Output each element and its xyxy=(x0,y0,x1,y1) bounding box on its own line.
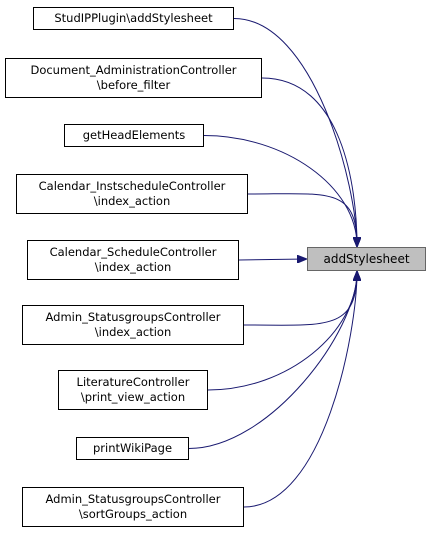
node-label: \sortGroups_action xyxy=(78,507,188,521)
node-label: Calendar_InstscheduleController xyxy=(38,179,226,193)
edge-studipplugin-to-target xyxy=(233,18,357,247)
node-label: \before_filter xyxy=(96,78,171,92)
node-label: \index_action xyxy=(94,260,172,274)
node-label: getHeadElements xyxy=(82,128,186,142)
node-label: printWikiPage xyxy=(92,441,173,455)
node-admin-statusgroups-index-action[interactable]: Admin_StatusgroupsController \index_acti… xyxy=(22,305,244,345)
node-calendar-instschedule-index-action[interactable]: Calendar_InstscheduleController \index_a… xyxy=(16,174,248,214)
node-studipplugin-addstylesheet[interactable]: StudIPPlugin\addStylesheet xyxy=(33,7,234,30)
edge-print-wiki-page-to-target xyxy=(188,272,357,449)
target-label: addStylesheet xyxy=(323,251,410,266)
node-document-administration-before-filter[interactable]: Document_AdministrationController \befor… xyxy=(5,58,262,98)
node-label: Admin_StatusgroupsController xyxy=(45,492,221,506)
edge-document-admin-to-target xyxy=(261,77,357,246)
edge-get-head-elements-to-target xyxy=(203,135,357,247)
edge-admin-statusgroups-sort-to-target xyxy=(243,272,357,508)
edge-calendar-instschedule-to-target xyxy=(247,193,357,246)
node-label: \print_view_action xyxy=(80,390,186,404)
node-get-head-elements[interactable]: getHeadElements xyxy=(64,124,204,147)
node-label: Admin_StatusgroupsController xyxy=(45,310,221,324)
node-calendar-schedule-index-action[interactable]: Calendar_ScheduleController \index_actio… xyxy=(27,240,239,280)
node-label: \index_action xyxy=(94,325,172,339)
node-addstylesheet-target: addStylesheet xyxy=(307,247,426,271)
node-label: \index_action xyxy=(93,194,171,208)
edge-calendar-schedule-to-target xyxy=(238,259,306,260)
node-label: Document_AdministrationController xyxy=(30,63,237,77)
edge-admin-statusgroups-index-to-target xyxy=(243,272,357,326)
node-label: Calendar_ScheduleController xyxy=(49,245,217,259)
node-literature-print-view-action[interactable]: LiteratureController \print_view_action xyxy=(58,370,208,410)
node-print-wiki-page[interactable]: printWikiPage xyxy=(76,437,189,460)
node-admin-statusgroups-sortgroups-action[interactable]: Admin_StatusgroupsController \sortGroups… xyxy=(22,487,244,527)
node-label: StudIPPlugin\addStylesheet xyxy=(54,11,213,25)
node-label: LiteratureController xyxy=(76,375,190,389)
